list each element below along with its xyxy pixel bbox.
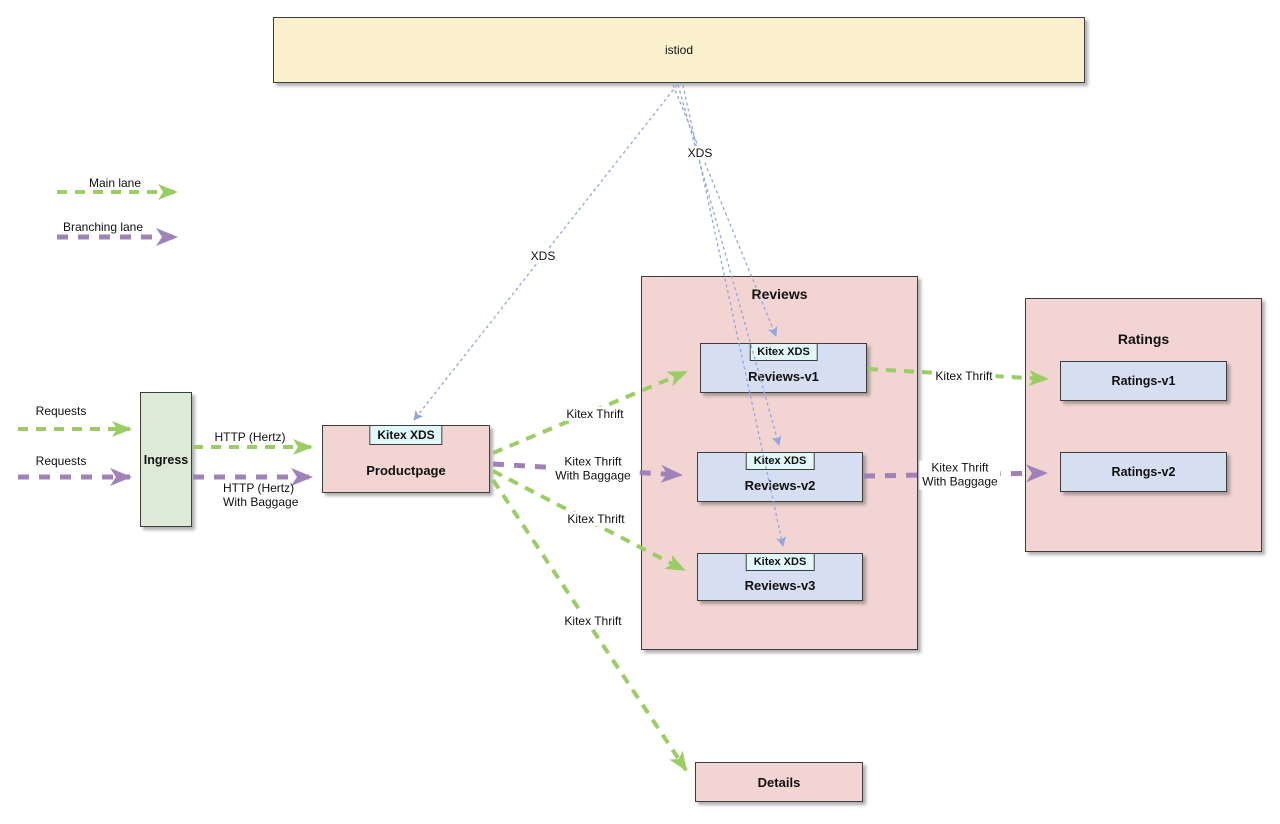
- kitex-xds-label: Kitex XDS: [757, 345, 810, 358]
- edge-label-http-hertz-baggage: HTTP (Hertz) With Baggage: [223, 481, 299, 510]
- edge-label-requests-main: Requests: [35, 403, 87, 418]
- edge-label-requests-branching: Requests: [35, 453, 87, 468]
- productpage-label: Productpage: [366, 462, 446, 478]
- edge-label-xds-reviews: XDS: [684, 145, 716, 161]
- reviews-v1-label: Reviews-v1: [748, 368, 819, 384]
- reviews-v1-kitex-xds-badge: Kitex XDS: [749, 342, 818, 361]
- kitex-xds-label: Kitex XDS: [377, 427, 435, 442]
- edge-label-kitex-thrift-v3: Kitex Thrift: [564, 511, 628, 527]
- node-productpage: Kitex XDS Productpage: [322, 424, 490, 493]
- node-ingress: Ingress: [140, 392, 192, 527]
- kitex-xds-label: Kitex XDS: [753, 454, 807, 467]
- ratings-group-title: Ratings: [1117, 331, 1170, 347]
- legend-main-lane-label: Main lane: [88, 175, 142, 190]
- edge-label-http-hertz: HTTP (Hertz): [214, 429, 286, 444]
- reviews-group-title: Reviews: [751, 286, 808, 302]
- reviews-v2-label: Reviews-v2: [744, 477, 816, 493]
- legend-branching-lane-label: Branching lane: [62, 219, 144, 234]
- node-ratings-v1: Ratings-v1: [1060, 361, 1227, 401]
- node-ratings-v2: Ratings-v2: [1060, 452, 1227, 492]
- node-istiod: istiod: [273, 17, 1085, 83]
- edge-label-xds-productpage: XDS: [527, 248, 559, 264]
- reviews-v3-kitex-xds-badge: Kitex XDS: [745, 552, 815, 571]
- node-details: Details: [695, 762, 863, 802]
- ratings-v2-label: Ratings-v2: [1111, 465, 1176, 479]
- details-label: Details: [757, 774, 801, 790]
- group-ratings: Ratings: [1025, 298, 1262, 552]
- istiod-label: istiod: [664, 43, 693, 57]
- edge-label-kitex-thrift-baggage-v2: Kitex Thrift With Baggage: [552, 454, 634, 484]
- edge-label-kitex-thrift-details: Kitex Thrift: [561, 613, 625, 629]
- ingress-label: Ingress: [143, 452, 189, 467]
- reviews-v3-label: Reviews-v3: [744, 577, 816, 593]
- edge-label-kitex-thrift-v1: Kitex Thrift: [563, 406, 627, 422]
- node-reviews-v2: Kitex XDS Reviews-v2: [697, 451, 863, 502]
- node-reviews-v3: Kitex XDS Reviews-v3: [697, 552, 863, 601]
- ratings-v1-label: Ratings-v1: [1111, 374, 1176, 388]
- reviews-v2-kitex-xds-badge: Kitex XDS: [745, 451, 815, 470]
- edge-label-kitex-thrift-baggage-ratings-v2: Kitex Thrift With Baggage: [919, 460, 1001, 490]
- productpage-kitex-xds-badge: Kitex XDS: [369, 424, 443, 445]
- node-reviews-v1: Kitex XDS Reviews-v1: [700, 342, 867, 393]
- kitex-xds-label: Kitex XDS: [753, 555, 807, 568]
- edge-label-kitex-thrift-ratings-v1: Kitex Thrift: [932, 368, 996, 384]
